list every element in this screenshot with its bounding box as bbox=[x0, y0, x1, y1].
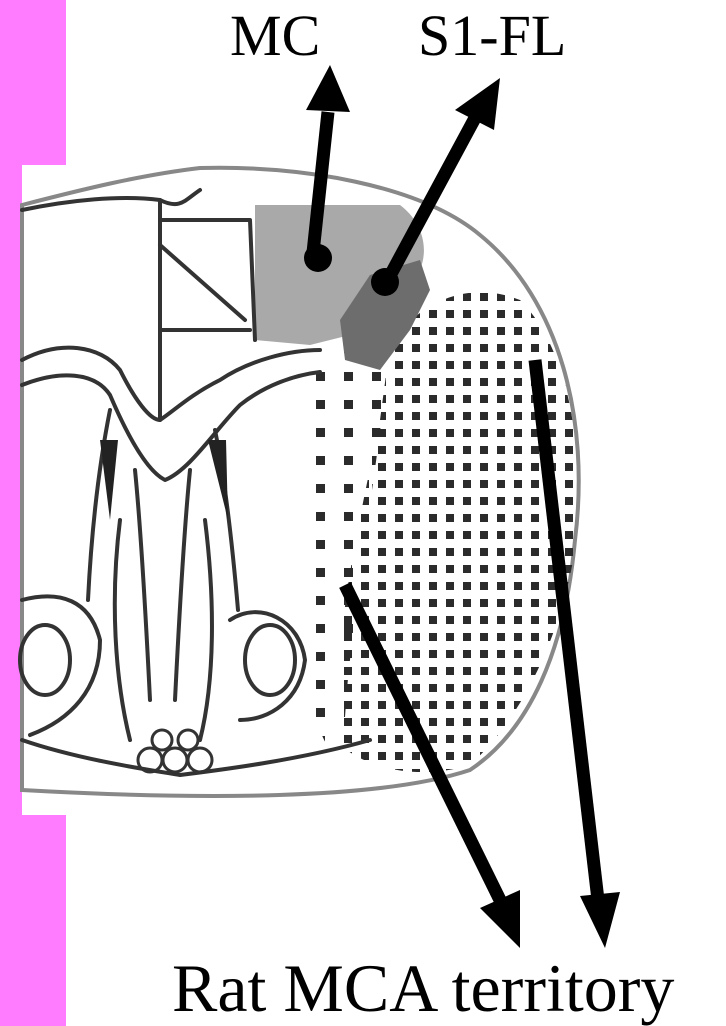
s1-fl-label: S1-FL bbox=[418, 4, 566, 68]
mc-arrow-head bbox=[306, 65, 350, 112]
mca-territory-label: Rat MCA territory bbox=[172, 950, 674, 1026]
mca-arrow-right-head bbox=[580, 892, 620, 948]
mc-label: MC bbox=[230, 4, 320, 68]
